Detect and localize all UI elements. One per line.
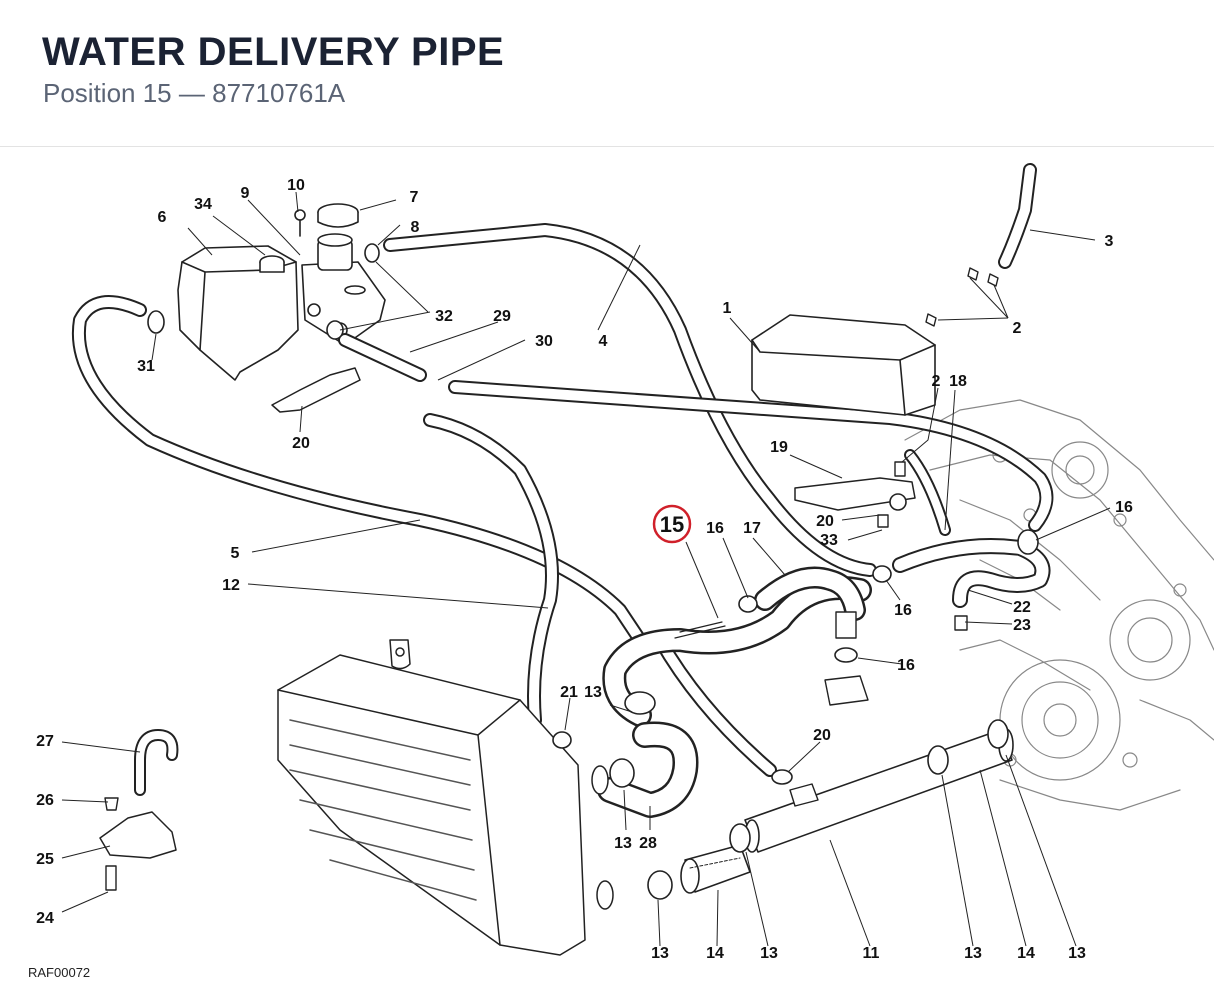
callout-18: 18	[949, 373, 967, 390]
callout-10: 10	[287, 177, 305, 194]
callout-23: 23	[1013, 617, 1031, 634]
callout-31: 31	[137, 358, 155, 375]
bracket-19	[794, 477, 916, 511]
callout-16a: 16	[706, 520, 724, 537]
reservoir-1	[751, 314, 936, 416]
callout-2a: 2	[1013, 320, 1022, 337]
hose-clamps	[147, 243, 1039, 900]
callout-2b: 2	[932, 373, 941, 390]
callout-13e: 13	[964, 945, 982, 962]
callout-30: 30	[535, 333, 553, 350]
callout-24: 24	[36, 910, 54, 927]
callout-32: 32	[435, 308, 453, 325]
callout-29: 29	[493, 308, 511, 325]
subtitle-position: Position 15	[43, 78, 172, 108]
callout-21: 21	[560, 684, 578, 701]
callout-19: 19	[770, 439, 788, 456]
callout-6: 6	[158, 209, 167, 226]
callout-16c: 16	[894, 602, 912, 619]
callout-16d: 16	[897, 657, 915, 674]
expansion-tank	[177, 245, 299, 381]
highlight-label: 15	[660, 512, 684, 537]
callout-3: 3	[1105, 233, 1114, 250]
radiator	[277, 639, 614, 956]
filler-neck-assembly	[294, 203, 386, 346]
callout-20b: 20	[816, 513, 834, 530]
leader-lines	[61, 191, 1111, 947]
callout-14a: 14	[706, 945, 724, 962]
page-title: WATER DELIVERY PIPE	[42, 30, 505, 74]
callout-labels: 1 2 2 3 4 5 6 7 8 9 10 11 12 13 13 13 13…	[36, 177, 1133, 962]
callout-17: 17	[743, 520, 761, 537]
drawing-code: RAF00072	[28, 965, 91, 980]
callout-34: 34	[194, 196, 212, 213]
callout-1: 1	[723, 300, 732, 317]
callout-11: 11	[863, 945, 880, 962]
subtitle-part-number: 87710761A	[212, 78, 346, 108]
callout-13f: 13	[1068, 945, 1086, 962]
highlight-ring	[652, 504, 692, 544]
callout-22: 22	[1013, 599, 1031, 616]
callout-13b: 13	[614, 835, 632, 852]
callout-26: 26	[36, 792, 54, 809]
callout-9: 9	[241, 185, 250, 202]
callout-5: 5	[231, 545, 240, 562]
callout-13c: 13	[651, 945, 669, 962]
callout-12: 12	[222, 577, 240, 594]
callout-8: 8	[411, 219, 420, 236]
thermostat-housing	[99, 811, 177, 859]
callout-4: 4	[599, 333, 608, 350]
callout-20a: 20	[292, 435, 310, 452]
callout-33: 33	[820, 532, 838, 549]
page-header: WATER DELIVERY PIPE Position 15 — 877107…	[0, 0, 1214, 147]
callout-28: 28	[639, 835, 657, 852]
callout-13a: 13	[584, 684, 602, 701]
callout-13d: 13	[760, 945, 778, 962]
subtitle-separator: —	[171, 78, 213, 108]
tank-bracket	[271, 367, 361, 413]
fasteners	[104, 267, 999, 891]
lower-pipe-11	[680, 728, 1014, 894]
callout-16b: 16	[1115, 499, 1133, 516]
callout-20c: 20	[813, 727, 831, 744]
callout-7: 7	[410, 189, 419, 206]
callout-25: 25	[36, 851, 54, 868]
callout-27: 27	[36, 733, 54, 750]
page-subtitle: Position 15 — 87710761A	[43, 78, 345, 109]
callout-14b: 14	[1017, 945, 1035, 962]
